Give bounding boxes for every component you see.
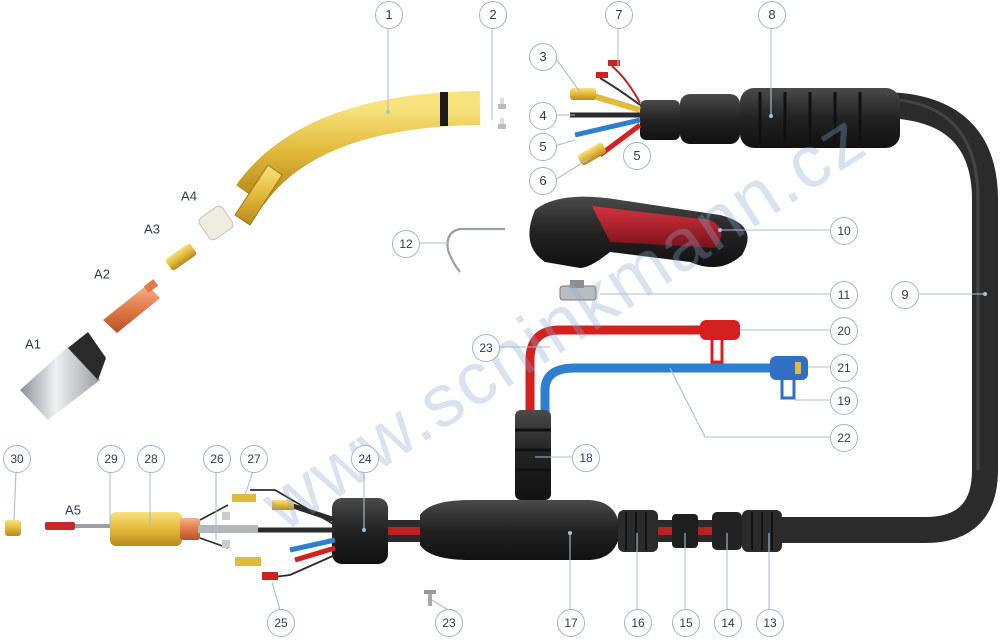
- central-connector: [5, 504, 258, 549]
- callout-2: 2: [479, 1, 507, 29]
- trigger-switch: [559, 280, 597, 301]
- callout-25: 25: [267, 609, 295, 637]
- callout-3: 3: [529, 43, 557, 71]
- callout-7: 7: [605, 1, 633, 29]
- gooseneck: [234, 91, 481, 226]
- callout-16: 16: [624, 609, 652, 637]
- callout-23a: 23: [472, 334, 500, 362]
- insulator-a4: [198, 205, 234, 241]
- spring-hook: [446, 227, 505, 273]
- callout-1: 1: [375, 1, 403, 29]
- branch-sleeve: [515, 410, 551, 500]
- callout-18: 18: [572, 444, 600, 472]
- callout-21: 21: [830, 354, 858, 382]
- callout-19: 19: [830, 387, 858, 415]
- callout-12: 12: [392, 230, 420, 258]
- leader-lines: [13, 25, 987, 611]
- label-a1: A1: [25, 336, 41, 352]
- label-a5: A5: [65, 502, 81, 518]
- callout-30: 30: [3, 445, 31, 473]
- callout-20: 20: [830, 317, 858, 345]
- callout-11: 11: [830, 281, 858, 309]
- callout-29: 29: [97, 445, 125, 473]
- callout-9: 9: [891, 281, 919, 309]
- upper-wires: [570, 60, 642, 166]
- callout-15: 15: [672, 609, 700, 637]
- coolant-hoses: [525, 320, 808, 420]
- tip-holder-a3: [165, 243, 197, 271]
- callout-14: 14: [714, 609, 742, 637]
- label-a2: A2: [94, 266, 110, 282]
- callout-22: 22: [830, 424, 858, 452]
- label-a3: A3: [144, 221, 160, 237]
- callout-26: 26: [203, 445, 231, 473]
- callout-5a: 5: [529, 133, 557, 161]
- callout-23b: 23: [435, 609, 463, 637]
- lower-wires: [232, 489, 336, 580]
- callout-28: 28: [137, 445, 165, 473]
- callout-24: 24: [351, 445, 379, 473]
- cable-sleeve-upper: [640, 88, 900, 148]
- torch-handle: [529, 196, 748, 268]
- screws: [498, 98, 506, 129]
- callout-4: 4: [529, 102, 557, 130]
- callout-27: 27: [240, 445, 268, 473]
- lower-cable-assembly: [332, 498, 782, 564]
- callout-13: 13: [756, 609, 784, 637]
- callout-5b: 5: [623, 142, 651, 170]
- label-a4: A4: [181, 188, 197, 204]
- callout-8: 8: [758, 1, 786, 29]
- callout-6: 6: [529, 167, 557, 195]
- callout-17: 17: [557, 609, 585, 637]
- contact-tip-a2: [103, 279, 160, 333]
- small-screw: [424, 590, 436, 606]
- callout-10: 10: [830, 217, 858, 245]
- main-cable: [747, 92, 998, 543]
- gas-nozzle-a1: [20, 332, 106, 420]
